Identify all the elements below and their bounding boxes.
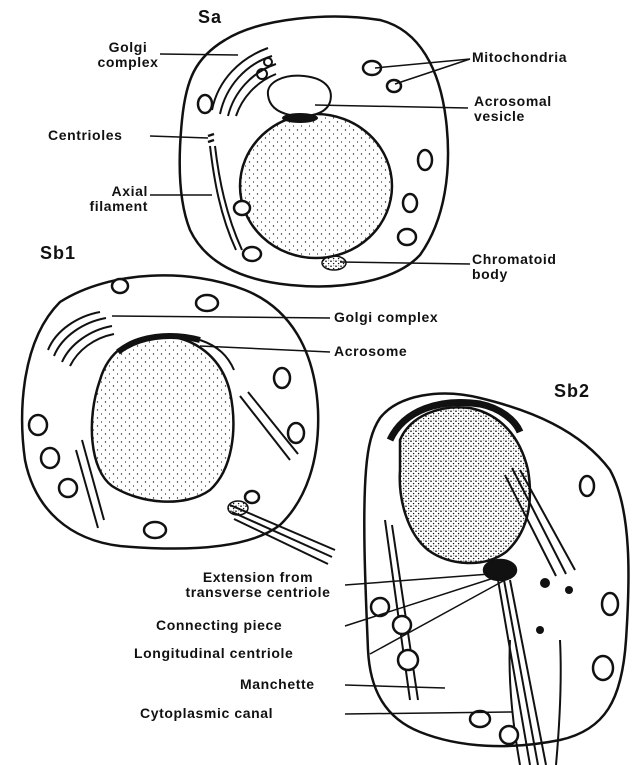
cell-sb1-centriole [228,501,248,515]
cell-sa-granule [282,113,318,123]
label-chromatoid-body: Chromatoid body [472,252,557,282]
label-axial-filament: Axial filament [60,184,148,214]
cell-sa-golgi [212,48,276,116]
label-centrioles: Centrioles [48,128,122,143]
cell-sa-centrioles [208,134,214,142]
cell-sa-acrosomal-vesicle [268,76,331,116]
cell-sa-axial-filament [210,146,242,250]
label-golgi-complex-sa: Golgi complex [96,40,160,70]
cell-sb1-nucleus [92,336,234,502]
label-longitudinal-centriole: Longitudinal centriole [134,646,293,661]
cell-sb2-connecting-piece [484,560,516,580]
label-cytoplasmic-canal: Cytoplasmic canal [140,706,273,721]
stage-label-sb1: Sb1 [40,246,76,261]
label-golgi-complex-sb1: Golgi complex [334,310,438,325]
label-acrosome: Acrosome [334,344,407,359]
label-acrosomal-vesicle: Acrosomal vesicle [474,94,552,124]
label-connecting-piece: Connecting piece [156,618,282,633]
cell-sb1-flagellum [230,505,335,564]
label-manchette: Manchette [240,677,315,692]
label-mitochondria: Mitochondria [472,50,567,65]
cell-sb2 [364,394,628,765]
cell-sb1-golgi [48,312,114,366]
stage-label-sa: Sa [198,10,222,25]
cell-sa-nucleus [240,114,392,258]
cell-sa [180,17,448,287]
cell-sb2-granules [536,578,573,634]
stage-label-sb2: Sb2 [554,384,590,399]
cell-sa-chromatoid-body [322,256,346,270]
cell-sb1 [22,275,335,564]
label-extension-transverse-centriole: Extension from transverse centriole [176,570,340,600]
